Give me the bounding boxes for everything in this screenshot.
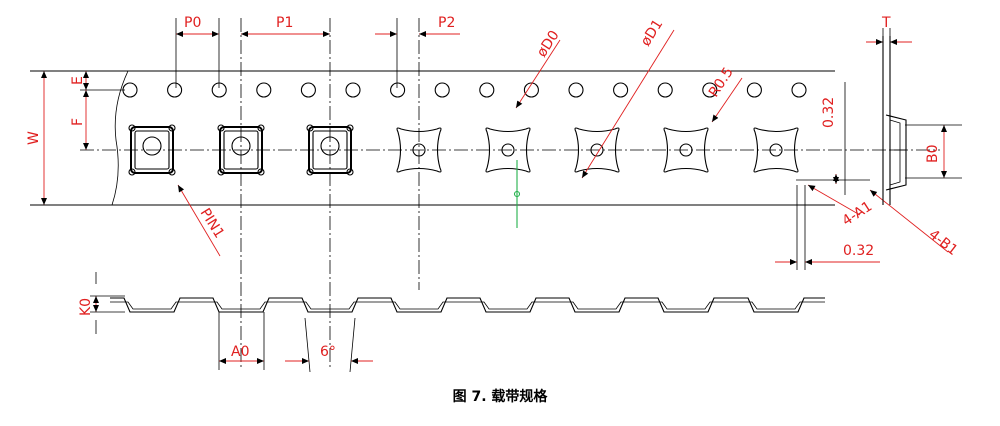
sprocket-hole [657, 82, 673, 98]
pocket-inner [134, 130, 170, 170]
pocket-hole [142, 136, 162, 156]
label-032-horizontal: 0.32 [843, 243, 874, 259]
label-a1: 4-A1 [839, 198, 875, 229]
label-e: E [70, 76, 86, 85]
sprocket-hole [345, 82, 361, 98]
side-view [882, 36, 907, 205]
sprocket-hole [256, 82, 272, 98]
label-d1: øD1 [638, 17, 667, 49]
label-a0: A0 [231, 344, 249, 360]
pocket-outline [574, 127, 620, 173]
pocket [485, 127, 531, 173]
pocket [753, 127, 799, 173]
cursor-marker [513, 160, 521, 228]
centerlines [175, 18, 420, 370]
sprocket-hole [390, 82, 406, 98]
label-angle: 6° [320, 344, 336, 360]
label-d0: øD0 [534, 28, 563, 60]
pocket-hole [590, 143, 604, 157]
pocket-corner [346, 124, 354, 132]
label-w: W [26, 131, 42, 145]
pocket-hole [679, 143, 693, 157]
sprocket-hole [523, 82, 539, 98]
pocket-corner [346, 168, 354, 176]
sprocket-hole [746, 82, 762, 98]
pocket-corner [217, 124, 225, 132]
pocket-outline [663, 127, 709, 173]
pocket-outline [753, 127, 799, 173]
label-032-vertical: 0.32 [821, 97, 837, 128]
pocket-outline [485, 127, 531, 173]
sprocket-hole [613, 82, 629, 98]
tape-outline [30, 70, 940, 206]
sprocket-hole [122, 82, 138, 98]
sprocket-hole [434, 82, 450, 98]
pocket-corner [306, 124, 314, 132]
sprocket-hole [568, 82, 584, 98]
label-r: R0.5 [706, 65, 737, 101]
label-k0: K0 [78, 298, 94, 316]
label-p1: P1 [276, 15, 293, 31]
sprocket-hole [167, 82, 183, 98]
sprocket-hole [702, 82, 718, 98]
sprocket-hole [300, 82, 316, 98]
figure-caption: 图 7. 载带规格 [453, 388, 549, 405]
sprocket-hole [479, 82, 495, 98]
pocket-corner [257, 168, 265, 176]
label-f: F [70, 118, 86, 126]
label-b1: 4-B1 [926, 227, 961, 259]
pocket-corner [168, 124, 176, 132]
label-b0: B0 [925, 144, 941, 163]
label-p0: P0 [184, 15, 201, 31]
dimension-lines [38, 28, 962, 373]
cross-section-view [110, 297, 825, 313]
pocket-corner [306, 168, 314, 176]
label-t: T [881, 15, 891, 31]
pocket-corner [257, 124, 265, 132]
pocket-corner [128, 168, 136, 176]
pocket-corner [128, 124, 136, 132]
pocket-hole [769, 143, 783, 157]
sprocket-hole [791, 82, 807, 98]
pocket [663, 127, 709, 173]
pocket-outer [130, 126, 174, 174]
sprocket-holes [122, 82, 807, 98]
pocket-hole [501, 143, 515, 157]
pocket-corner [168, 168, 176, 176]
pocket-corner [217, 168, 225, 176]
dimension-labels: P0 P1 P2 øD0 øD1 R0.5 E F W T B0 0.32 0.… [26, 15, 961, 360]
label-p2: P2 [438, 15, 455, 31]
pocket [128, 124, 176, 176]
pocket-outline [396, 127, 442, 173]
pocket [574, 127, 620, 173]
